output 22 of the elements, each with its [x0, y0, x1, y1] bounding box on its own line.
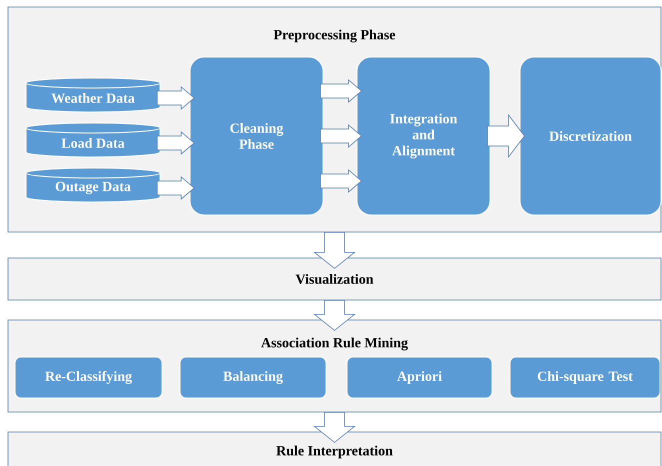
block-arrow	[156, 176, 195, 200]
method-box: Apriori	[346, 356, 492, 398]
block-arrow	[156, 131, 195, 155]
block-arrow	[320, 79, 362, 103]
block-arrow	[320, 124, 362, 148]
block-arrow	[156, 86, 195, 110]
block-arrow	[313, 232, 356, 269]
method-box: Re-Classifying	[14, 356, 162, 398]
process-box: Integration and Alignment	[356, 56, 490, 216]
process-box: Discretization	[520, 56, 662, 216]
block-arrow	[313, 412, 356, 443]
method-box: Balancing	[180, 356, 326, 398]
phase-band: Rule Interpretation	[8, 432, 662, 466]
data-cylinder: Load Data	[26, 122, 160, 158]
method-box: Chi-square Test	[510, 356, 660, 398]
data-cylinder: Outage Data	[26, 168, 160, 202]
block-arrow	[320, 169, 362, 193]
block-arrow	[487, 114, 525, 158]
process-box: Cleaning Phase	[190, 56, 324, 216]
data-cylinder: Weather Data	[26, 78, 160, 112]
block-arrow	[313, 300, 356, 331]
phase-band: Visualization	[8, 258, 662, 300]
